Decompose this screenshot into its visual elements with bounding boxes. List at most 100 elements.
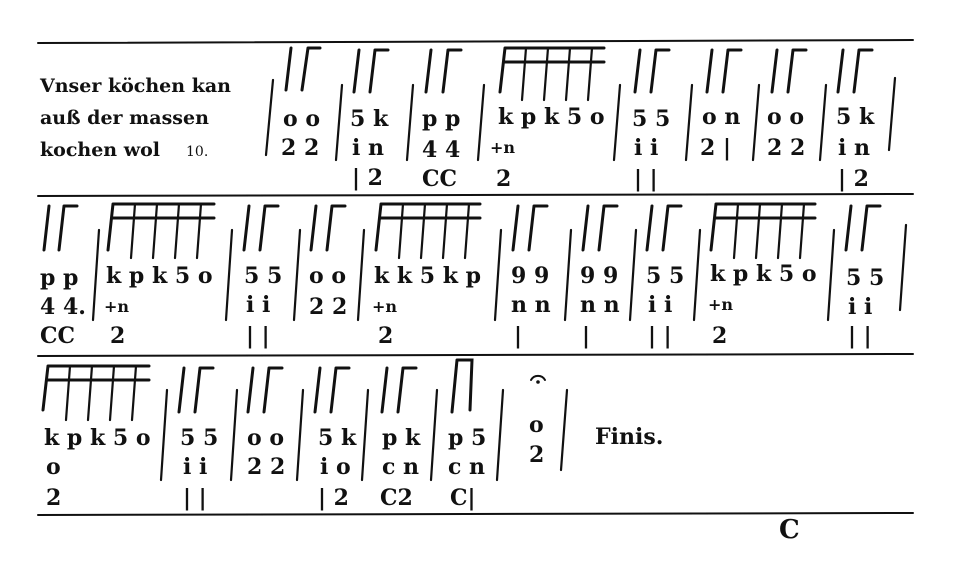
tab-letters: 2 2: [281, 135, 319, 161]
barline: [493, 228, 503, 322]
tab-letters: n n: [511, 292, 551, 318]
barline: [826, 228, 836, 322]
tab-letters: o: [529, 412, 544, 438]
rhythm-flags: [284, 46, 874, 102]
tab-letters: 2 2: [309, 294, 347, 320]
tab-letters: i n: [838, 135, 870, 161]
barline: [692, 228, 702, 322]
tab-letters: 2 |: [700, 135, 731, 161]
tab-letters: c n: [448, 454, 485, 480]
tab-letters: | 2: [838, 166, 869, 192]
tab-letters: i n: [352, 135, 384, 161]
tab-letters: | |: [246, 323, 270, 349]
system-3: k p k 5 o o 2 5 5 i i | | o o 2 2 5 k i …: [41, 358, 663, 511]
tab-letters: i i: [848, 294, 872, 320]
barline: [295, 388, 305, 482]
barline: [684, 83, 694, 162]
tab-letters: 2 2: [247, 454, 285, 480]
tab-letters: o o: [247, 425, 284, 451]
rhythm-flags: [41, 358, 546, 422]
tab-letters: k p k 5 o: [498, 104, 605, 130]
rhythm-flags: [42, 202, 882, 260]
tab-letters: n n: [580, 292, 620, 318]
barline: [405, 83, 415, 162]
tab-letters: 5 5: [244, 263, 282, 289]
tab-letters: 2 2: [767, 135, 805, 161]
tab-letters: k k 5 k p: [374, 263, 481, 289]
rule-system-2: [37, 353, 914, 357]
tab-letters: 5 5: [846, 265, 884, 291]
lyric-line-2: auß der massen: [40, 107, 209, 129]
barline: [292, 228, 302, 322]
tab-letters: 5 k: [836, 104, 875, 130]
tab-letters: 5 5: [180, 425, 218, 451]
barline: [159, 388, 169, 482]
rule-system-1: [37, 193, 914, 197]
barline: [559, 388, 569, 472]
barline: [887, 76, 897, 152]
tab-letters: | 2: [318, 485, 349, 511]
tab-letters: CC: [422, 166, 457, 192]
barline: [628, 228, 638, 322]
tab-letters: 9 9: [511, 263, 549, 289]
tab-letters: k p k 5 o: [710, 261, 817, 287]
barline: [224, 228, 234, 322]
tab-letters: k p k 5 o: [106, 263, 213, 289]
tab-letters: p p: [40, 265, 78, 291]
tab-letters: 5 5: [632, 106, 670, 132]
tab-letters: i o: [320, 454, 351, 480]
tab-letters: o o: [767, 104, 804, 130]
tab-letters: o o: [309, 263, 346, 289]
tab-letters: +n: [490, 138, 515, 157]
barline: [495, 388, 505, 482]
barline: [563, 228, 573, 322]
tab-letters: | |: [648, 323, 672, 349]
tab-letters: 2: [378, 323, 393, 349]
tab-letters: p k: [382, 425, 421, 451]
tab-letters: 4 4.: [40, 294, 86, 320]
tab-letters: | 2: [352, 165, 383, 191]
tab-letters: 2: [110, 323, 125, 349]
barline: [898, 223, 908, 312]
tab-letters: i i: [246, 292, 270, 318]
tab-letters: 2: [529, 442, 544, 468]
tab-letters: +n: [708, 295, 733, 314]
tab-letters: | |: [183, 485, 207, 511]
tab-letters: 5 k: [350, 106, 389, 132]
lyric-text: Vnser köchen kan auß der massen kochen w…: [39, 75, 231, 161]
tab-letters: o: [46, 454, 61, 480]
barline: [229, 388, 239, 482]
piece-number: 10.: [186, 144, 208, 160]
tab-letters: C2: [380, 485, 413, 511]
tab-letters: 9 9: [580, 263, 618, 289]
tab-letters: 5 5: [646, 263, 684, 289]
tab-letters: i i: [648, 292, 672, 318]
tab-letters: c n: [382, 454, 419, 480]
barline: [476, 83, 486, 162]
barline: [612, 83, 622, 162]
tab-letters: o o: [283, 106, 320, 132]
tab-letters: C|: [450, 485, 476, 511]
tab-letters: i i: [183, 454, 207, 480]
tab-letters: 5 k: [318, 425, 357, 451]
tab-letters: 4 4: [422, 137, 460, 163]
tab-letters: |: [514, 323, 522, 349]
tab-letters: | |: [848, 323, 872, 349]
system-2: p p 4 4. CC k p k 5 o +n 2 5 5 i i | | o…: [40, 202, 908, 349]
tab-letters: k p k 5 o: [44, 425, 151, 451]
tab-letters: | |: [634, 166, 658, 192]
tab-letters: p 5: [448, 425, 486, 451]
tab-letters: 2: [496, 166, 511, 192]
barline: [360, 388, 370, 482]
tab-letters: |: [582, 323, 590, 349]
finis-text: Finis.: [595, 424, 663, 450]
rule-top: [37, 39, 914, 44]
barline: [334, 83, 344, 162]
tab-letters: 2: [46, 485, 61, 511]
tab-letters: i i: [634, 135, 658, 161]
system-1: o o 2 2 5 k i n | 2 p p 4 4 CC k p k 5 o…: [264, 46, 897, 192]
tab-letters: +n: [372, 297, 397, 316]
lyric-line-3: kochen wol: [40, 139, 160, 161]
